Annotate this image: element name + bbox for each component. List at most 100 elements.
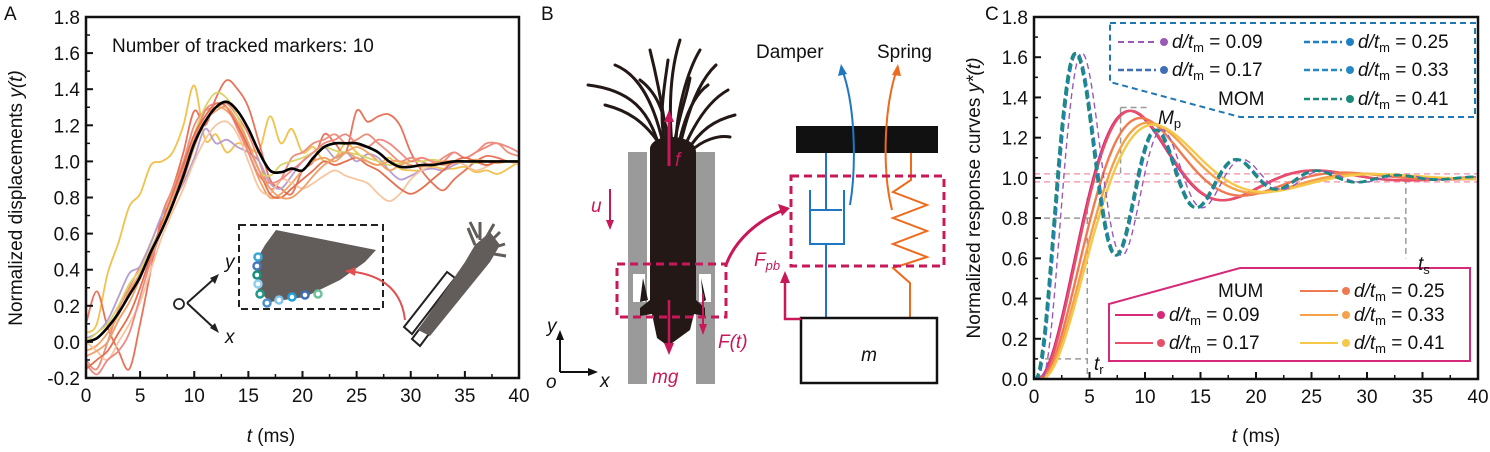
- panel-c-xlabel: t (ms): [1232, 426, 1281, 447]
- legend-dot: [1157, 339, 1165, 347]
- diagram-axis-x: x: [599, 371, 611, 392]
- y-tick-label: 1.0: [54, 152, 80, 173]
- panel-b: B: [541, 4, 946, 393]
- mass-label: m: [861, 345, 877, 366]
- inset-tissue-shape: [257, 230, 376, 302]
- spring-label: Spring: [877, 42, 932, 63]
- legend-label: d/tm = 0.09: [1172, 32, 1263, 55]
- marker-trace-line: [86, 79, 519, 371]
- spring-element: [890, 153, 931, 318]
- legend-dot: [1346, 66, 1354, 74]
- mom-legend: d/tm = 0.09 d/tm = 0.17 d/tm = 0.25 d/tm = …: [1109, 22, 1476, 118]
- y-tick-label: 0.4: [1002, 290, 1029, 311]
- marker-trace-line: [86, 127, 519, 340]
- connector-arrowhead: [778, 204, 790, 216]
- x-tick-label: 10: [1134, 387, 1155, 408]
- panel-c-legends: d/tm = 0.09 d/tm = 0.17 d/tm = 0.25 d/tm = …: [1108, 22, 1476, 362]
- y-tick-label: 0.8: [1002, 209, 1028, 230]
- y-tick-label: 0.2: [1002, 330, 1028, 351]
- mass-block: [799, 316, 939, 385]
- tracked-marker-dot: [252, 270, 262, 280]
- legend-label: d/tm = 0.25: [1358, 32, 1449, 55]
- damper-pointer-arrowhead: [838, 64, 847, 76]
- marker-inset: y x: [173, 221, 507, 348]
- x-tick-label: 5: [135, 386, 146, 407]
- left-wall: [628, 152, 647, 384]
- diagram-coordinate-axes: y o x: [545, 316, 611, 393]
- x-tick-label: 40: [508, 386, 529, 407]
- gravity-mg-arrow: mg: [652, 300, 679, 388]
- tracked-marker-dot: [253, 279, 263, 289]
- peak-annotation: Mp: [1158, 108, 1181, 131]
- diagram-origin: o: [546, 372, 557, 393]
- y-tick-label: 1.2: [1002, 129, 1028, 150]
- x-tick-label: 0: [1029, 387, 1040, 408]
- panel-letter-a: A: [4, 4, 17, 25]
- y-tick-label: 1.4: [54, 80, 81, 101]
- hair-bundle-hairs: [586, 38, 737, 154]
- legend-box: [1109, 22, 1476, 118]
- y-tick-label: 0.4: [54, 261, 81, 282]
- contact-region-box: [615, 262, 728, 319]
- x-tick-label: 0: [81, 386, 92, 407]
- force-Fpb-label: Fpb: [754, 250, 780, 273]
- y-tick-label: 1.6: [54, 44, 80, 65]
- inset-coordinate-axes: y x: [173, 252, 236, 348]
- inset-origin-icon: [173, 298, 185, 310]
- displacement-u-label: u: [591, 196, 602, 217]
- panel-a-ylabel: Normalized displacements y(t): [6, 70, 27, 326]
- mean-displacement-line: [86, 100, 519, 344]
- legend-dot: [1160, 38, 1168, 46]
- damper-label: Damper: [756, 42, 824, 63]
- x-tick-label: 20: [1245, 387, 1266, 408]
- legend-dot: [1157, 311, 1165, 319]
- legend-title: MOM: [1218, 89, 1264, 110]
- tracked-marker-dot: [313, 289, 323, 299]
- marker-trace-line: [86, 105, 519, 358]
- force-Ft-arrow: F(t): [699, 294, 748, 353]
- legend-dot: [1342, 311, 1350, 319]
- panel-c-series: [1034, 51, 1476, 379]
- legend-dot: [1160, 66, 1168, 74]
- damper-element: [809, 153, 845, 318]
- mom-response-line: [1034, 52, 1476, 379]
- force-Ft-label: F(t): [718, 332, 748, 353]
- panel-a-xlabel: t (ms): [247, 426, 296, 447]
- fixed-support-bar: [796, 126, 938, 153]
- x-tick-label: 10: [184, 386, 205, 407]
- settle-annotation: ts: [1418, 254, 1430, 277]
- tracked-marker-dot: [253, 252, 263, 262]
- y-tick-label: 0.0: [1002, 370, 1028, 391]
- y-tick-label: 0.2: [54, 297, 80, 318]
- x-tick-label: 40: [1467, 387, 1488, 408]
- x-tick-label: 5: [1084, 387, 1095, 408]
- x-tick-label: 30: [400, 386, 421, 407]
- y-tick-label: 1.2: [54, 116, 80, 137]
- x-tick-label: 20: [292, 386, 313, 407]
- force-Fpb-arrow: Fpb: [754, 250, 801, 321]
- inset-axis-y: y: [223, 252, 236, 273]
- panel-letter-c: C: [985, 4, 999, 25]
- legend-label: d/tm = 0.17: [1169, 333, 1260, 356]
- damper-pointer-arrow: [842, 71, 855, 206]
- y-tick-label: 1.0: [1002, 169, 1028, 190]
- hair-bundle-thumbnail: [402, 221, 507, 348]
- legend-dot: [1342, 339, 1350, 347]
- legend-label: d/tm = 0.33: [1358, 60, 1449, 83]
- mom-response-line: [1034, 51, 1476, 379]
- hair-follicle-body: [640, 136, 705, 346]
- y-tick-label: 1.8: [1002, 8, 1028, 29]
- right-wall: [696, 152, 715, 384]
- inset-pointer-arrowhead: [346, 267, 356, 276]
- y-tick-label: 1.6: [1002, 48, 1028, 69]
- legend-label: d/tm = 0.17: [1172, 60, 1263, 83]
- tracked-marker-dot: [252, 261, 262, 271]
- plot-frame: [84, 15, 521, 380]
- tracked-markers-annotation: Number of tracked markers: 10: [112, 36, 374, 57]
- force-f-arrow: f: [664, 110, 682, 171]
